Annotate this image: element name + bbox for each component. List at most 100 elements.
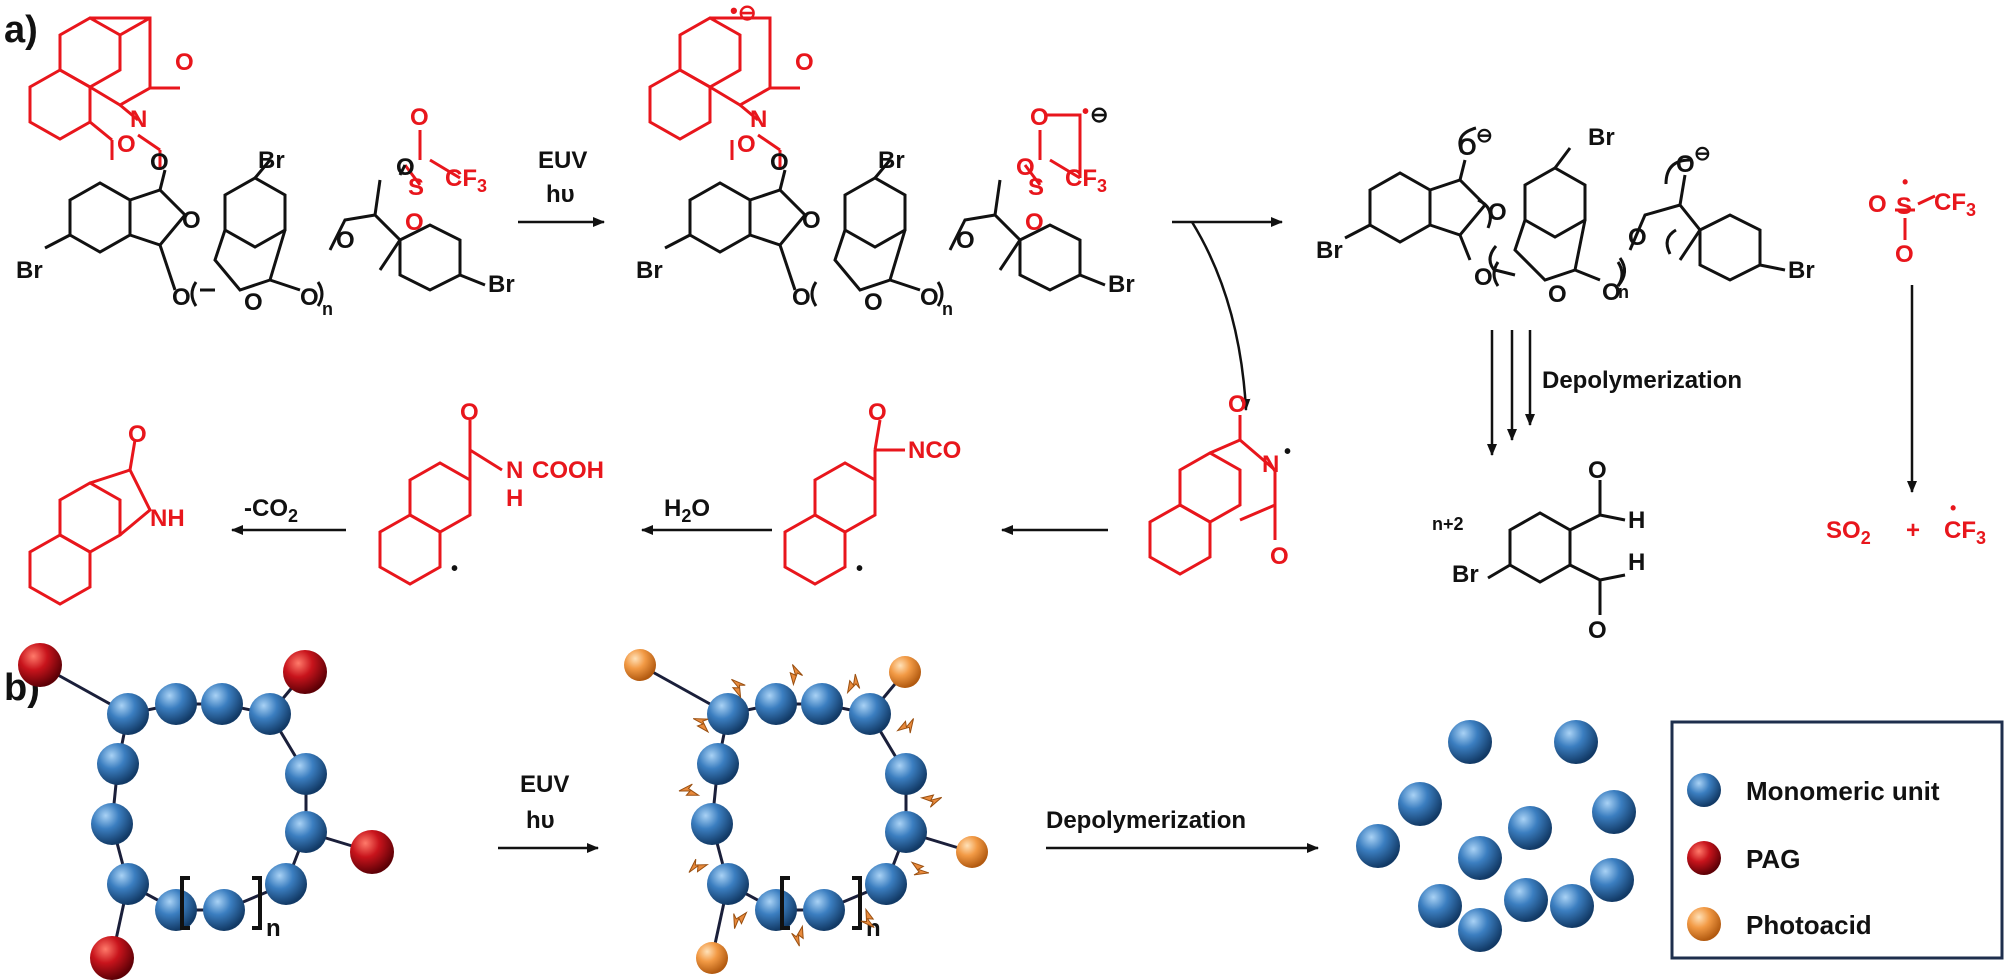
cf3-group: CF3: [1065, 165, 1107, 196]
atom-o: O: [244, 289, 263, 316]
radical-dot: •: [856, 558, 863, 580]
atom-o: O: [737, 131, 756, 158]
atom-br: Br: [1788, 257, 1815, 284]
atom-n: N: [506, 457, 523, 484]
monomer-sphere: [1550, 884, 1594, 928]
monomer-sphere: [249, 693, 291, 735]
atom-br: Br: [258, 147, 285, 174]
monomer-sphere: [201, 683, 243, 725]
so2-label: SO2: [1826, 517, 1871, 548]
atom-o: O: [1676, 151, 1695, 178]
repeat-n: n: [942, 299, 953, 319]
radical-dot: •: [1902, 172, 1908, 192]
atom-o: O: [956, 227, 975, 254]
photoacid-polymer-ring: n: [624, 649, 988, 974]
radical-anion-structure: • ⊖ O N O O O O O O O O S O O CF3 • ⊖ Br…: [636, 0, 1135, 319]
monomer-sphere: [707, 863, 749, 905]
decomposition-products: SO2 + CF3 •: [1826, 498, 1986, 548]
cf3-group: CF3: [445, 165, 487, 196]
monomer-sphere: [1458, 836, 1502, 880]
cleavage-bolt: [919, 794, 943, 808]
legend-swatch-pag: [1687, 841, 1721, 875]
legend-swatch-monomer: [1687, 773, 1721, 807]
panel-label-a: a): [4, 9, 38, 51]
monomer-sphere: [1508, 806, 1552, 850]
monomer-sphere: [155, 683, 197, 725]
pag-sphere: [350, 830, 394, 874]
anion-charge: ⊖: [738, 0, 756, 25]
monomer-sphere: [285, 753, 327, 795]
atom-n: N: [1262, 451, 1279, 478]
cleavage-bolt: [678, 783, 701, 796]
atom-nh: NH: [150, 505, 185, 532]
monomer-sphere: [97, 743, 139, 785]
monomer-sphere: [1458, 908, 1502, 952]
atom-o: O: [1602, 279, 1621, 306]
monomer-sphere: [1504, 878, 1548, 922]
monomer-sphere: [803, 889, 845, 931]
atom-o: O: [1588, 617, 1607, 644]
atom-o: O: [117, 131, 136, 158]
monomer-sphere: [1448, 720, 1492, 764]
atom-o: O: [1030, 104, 1049, 131]
atom-o: O: [792, 284, 811, 311]
monomer-sphere: [91, 803, 133, 845]
atom-s: S: [1028, 174, 1044, 201]
radical-dot: •: [1284, 441, 1291, 463]
atom-o: O: [175, 49, 194, 76]
repeat-bracket-left: [180, 876, 190, 930]
cleavage-bolt: [896, 718, 915, 734]
atom-br: Br: [636, 257, 663, 284]
atom-o: O: [410, 104, 429, 131]
atom-br: Br: [1452, 561, 1479, 588]
legend: Monomeric unit PAG Photoacid: [1670, 720, 2004, 960]
photoacid-sphere: [696, 942, 728, 974]
monomer-sphere: [285, 811, 327, 853]
atom-o: O: [795, 49, 814, 76]
bromophthalaldehyde-monomer: O H H O Br n+2: [1432, 457, 1645, 644]
monomer-sphere: [697, 743, 739, 785]
monomer-sphere: [707, 693, 749, 735]
pag-polymer-ring: n: [18, 643, 394, 980]
cleavage-bolt: [733, 911, 748, 929]
monomer-sphere: [1554, 720, 1598, 764]
atom-o: O: [1628, 224, 1647, 251]
atom-o: O: [802, 207, 821, 234]
anion-charge: ⊖: [1090, 102, 1108, 127]
pag-polymer-structure: O N O O O O O O O O S O O CF3 Br Br Br n: [16, 16, 515, 319]
radical-dot: •: [1950, 498, 1956, 518]
atom-s: S: [1896, 193, 1912, 220]
atom-o: O: [172, 284, 191, 311]
monomer-sphere: [1356, 824, 1400, 868]
monomer-sphere: [755, 683, 797, 725]
atom-o: O: [1588, 457, 1607, 484]
monomer-sphere: [865, 863, 907, 905]
photoacid-sphere: [624, 649, 656, 681]
photoacid-sphere: [889, 656, 921, 688]
atom-o: O: [1228, 391, 1247, 418]
atom-n: N: [130, 106, 147, 133]
free-monomers: [1356, 720, 1636, 952]
atom-o: O: [396, 154, 415, 181]
monomer-sphere: [885, 753, 927, 795]
cleavage-bolt: [860, 907, 875, 929]
hv-label: hυ: [546, 181, 575, 208]
atom-o: O: [770, 149, 789, 176]
naphthalimidyl-radical: O N • O: [1148, 391, 1291, 576]
atom-o: O: [150, 149, 169, 176]
legend-swatch-photoacid: [1687, 907, 1721, 941]
atom-br: Br: [1108, 271, 1135, 298]
atom-o: O: [1270, 543, 1289, 570]
cleavage-bolt: [789, 664, 803, 687]
cleavage-bolt: [692, 718, 710, 734]
pag-sphere: [283, 650, 327, 694]
repeat-bracket-left: [780, 876, 790, 930]
monomer-sphere: [1418, 884, 1462, 928]
carbamic-acid-radical: O N H COOH •: [378, 399, 604, 586]
atom-o: O: [1548, 281, 1567, 308]
atom-o: O: [1025, 209, 1044, 236]
radical-dot: •: [1082, 101, 1089, 123]
atom-br: Br: [16, 257, 43, 284]
cleavage-bolt: [688, 858, 710, 873]
